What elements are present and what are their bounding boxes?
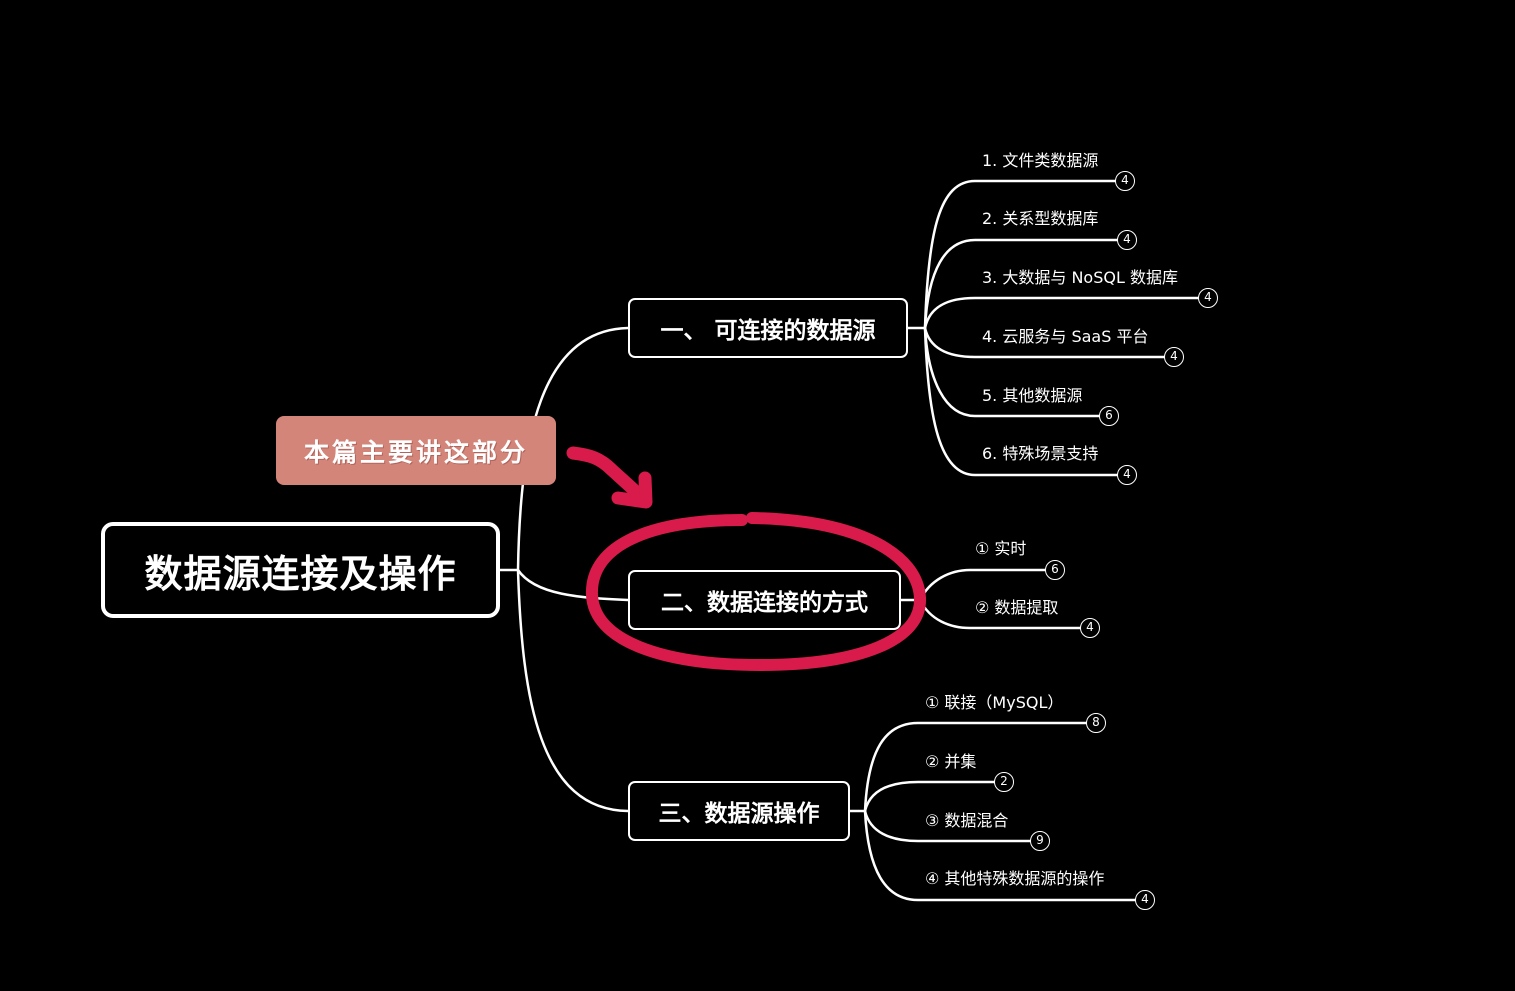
leaf-node[interactable]: 5. 其他数据源	[982, 386, 1083, 405]
collapsed-count-badge[interactable]: 4	[1117, 465, 1137, 485]
collapsed-count-badge[interactable]: 4	[1080, 618, 1100, 638]
leaf-node[interactable]: 2. 关系型数据库	[982, 209, 1099, 228]
leaf-node[interactable]: ① 联接（MySQL）	[925, 693, 1064, 712]
pointer-arrow-icon	[566, 446, 653, 509]
leaf-node[interactable]: 4. 云服务与 SaaS 平台	[982, 327, 1149, 346]
root-node-label: 数据源连接及操作	[144, 551, 457, 596]
branch-label: 一、 可连接的数据源	[660, 318, 876, 344]
collapsed-count-badge[interactable]: 9	[1030, 831, 1050, 851]
collapsed-count-badge[interactable]: 4	[1115, 171, 1135, 191]
collapsed-count-badge[interactable]: 4	[1198, 288, 1218, 308]
callout-text: 本篇主要讲这部分	[303, 437, 528, 467]
leaf-node[interactable]: ② 数据提取	[975, 598, 1059, 617]
branch-node-connection-methods[interactable]: 二、数据连接的方式	[628, 570, 901, 630]
leaf-node[interactable]: ② 并集	[925, 752, 977, 771]
leaf-node[interactable]: ① 实时	[975, 539, 1027, 558]
collapsed-count-badge[interactable]: 4	[1164, 347, 1184, 367]
collapsed-count-badge[interactable]: 6	[1099, 406, 1119, 426]
collapsed-count-badge[interactable]: 2	[994, 772, 1014, 792]
branch-label: 二、数据连接的方式	[661, 590, 868, 616]
root-node[interactable]: 数据源连接及操作	[101, 522, 500, 618]
collapsed-count-badge[interactable]: 4	[1135, 890, 1155, 910]
collapsed-count-badge[interactable]: 6	[1045, 560, 1065, 580]
branch-node-data-sources[interactable]: 一、 可连接的数据源	[628, 298, 908, 358]
highlight-circle	[585, 512, 926, 672]
leaf-node[interactable]: ④ 其他特殊数据源的操作	[925, 869, 1105, 888]
leaf-node[interactable]: 6. 特殊场景支持	[982, 444, 1099, 463]
branch-node-data-operations[interactable]: 三、数据源操作	[628, 781, 850, 841]
annotation-callout: 本篇主要讲这部分	[276, 416, 556, 485]
branch-label: 三、数据源操作	[658, 801, 820, 827]
leaf-node[interactable]: 3. 大数据与 NoSQL 数据库	[982, 268, 1178, 287]
leaf-node[interactable]: 1. 文件类数据源	[982, 151, 1099, 170]
collapsed-count-badge[interactable]: 4	[1117, 230, 1137, 250]
leaf-node[interactable]: ③ 数据混合	[925, 811, 1009, 830]
collapsed-count-badge[interactable]: 8	[1086, 713, 1106, 733]
